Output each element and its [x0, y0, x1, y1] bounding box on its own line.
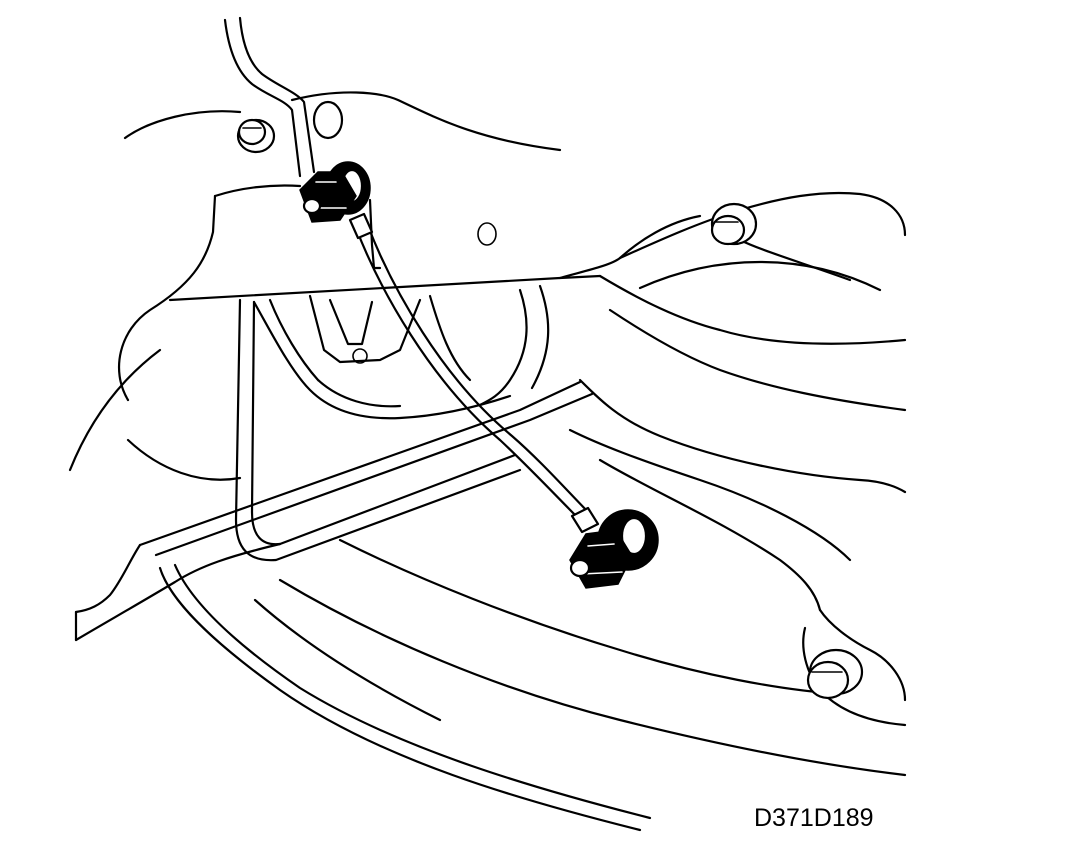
extension-housing: [568, 191, 907, 727]
cooler-hose: [348, 212, 600, 534]
transmission-housing: [68, 16, 702, 481]
oil-pan: [74, 284, 907, 832]
hose-fitting-upper: [299, 161, 371, 223]
hose-fitting-lower: [569, 509, 659, 589]
bolt-upper-left: [236, 118, 276, 154]
figure-id-label: D371D189: [754, 804, 874, 832]
housing-holes: [312, 100, 497, 246]
bolt-upper-right: [710, 202, 758, 246]
bolt-lower-right: [806, 648, 864, 700]
